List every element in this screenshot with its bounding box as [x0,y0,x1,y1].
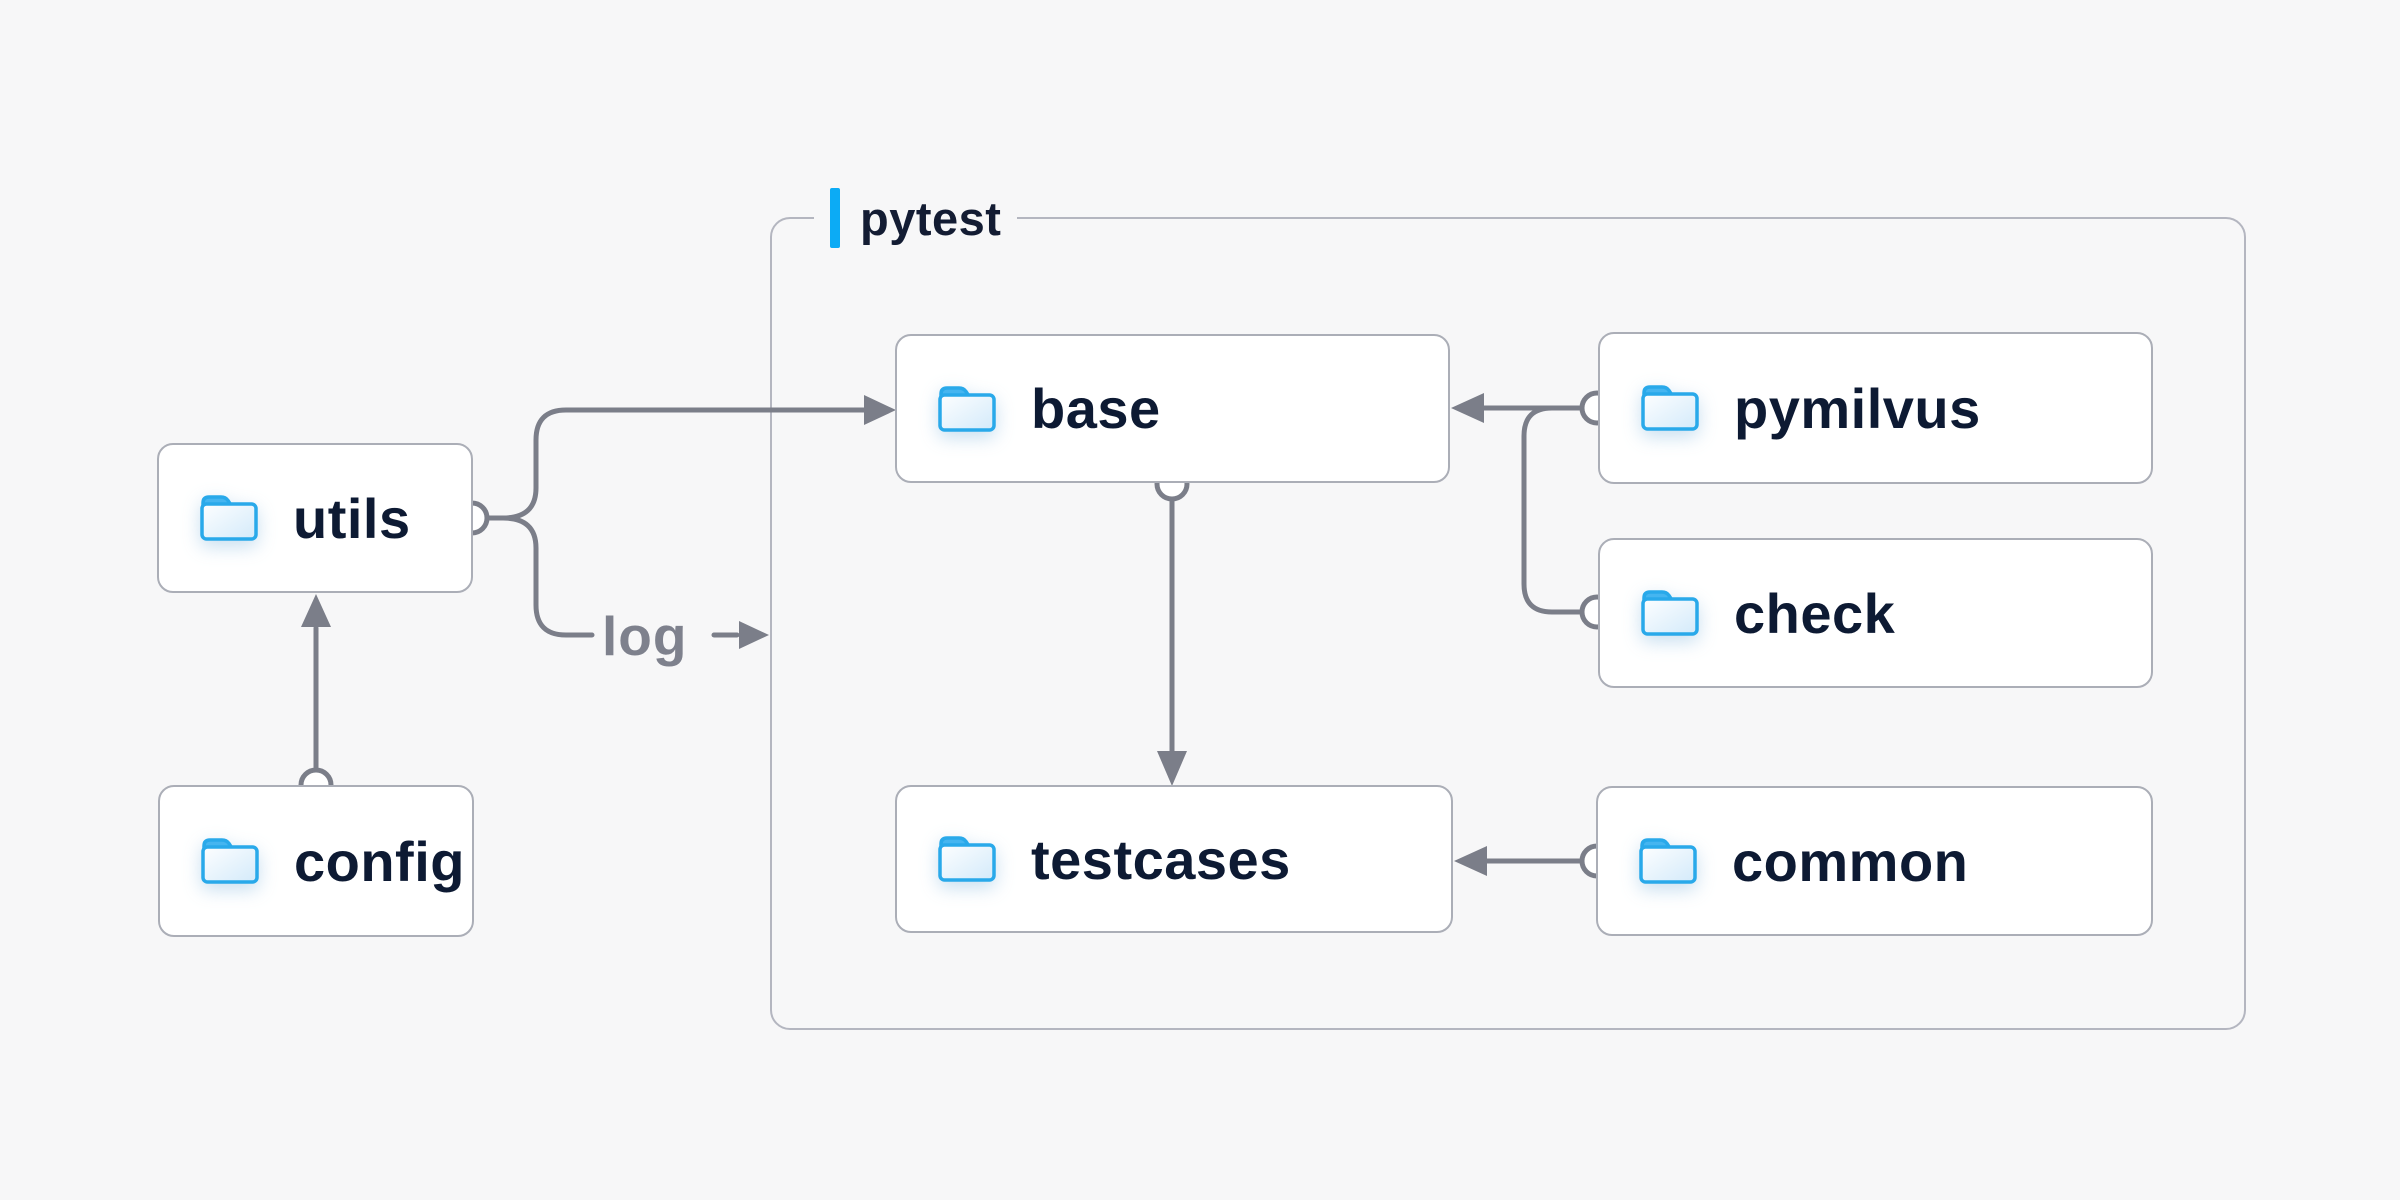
folder-node-utils[interactable]: utils [157,443,473,593]
folder-node-label: config [294,829,465,893]
group-title: pytest [860,191,1002,245]
arrowhead-into-utils-bottom [301,594,331,627]
folder-icon [1641,385,1699,431]
folder-icon [938,385,996,432]
folder-node-testcases[interactable]: testcases [895,785,1453,933]
folder-node-label: utils [293,486,411,550]
folder-node-label: testcases [1031,827,1291,891]
folder-icon [1639,838,1697,884]
folder-node-common[interactable]: common [1596,786,2153,936]
blue-accent-bar [830,188,840,248]
pytest-group: pytest [770,183,2246,1030]
folder-icon [1641,590,1699,636]
folder-node-label: check [1734,581,1896,645]
folder-node-base[interactable]: base [895,334,1450,483]
folder-icon [938,836,996,882]
folder-icon [201,838,259,884]
folder-node-config[interactable]: config [158,785,474,937]
folder-node-check[interactable]: check [1598,538,2153,688]
edge-label-log: log [602,605,688,667]
edge-utils-log [500,515,595,638]
folder-node-label: common [1732,829,1969,893]
folder-node-label: base [1031,377,1161,440]
folder-node-pymilvus[interactable]: pymilvus [1598,332,2153,484]
pytest-group-label: pytest [814,183,1018,253]
folder-icon [200,495,258,541]
folder-node-label: pymilvus [1734,376,1981,440]
arrowhead-log [739,621,769,649]
